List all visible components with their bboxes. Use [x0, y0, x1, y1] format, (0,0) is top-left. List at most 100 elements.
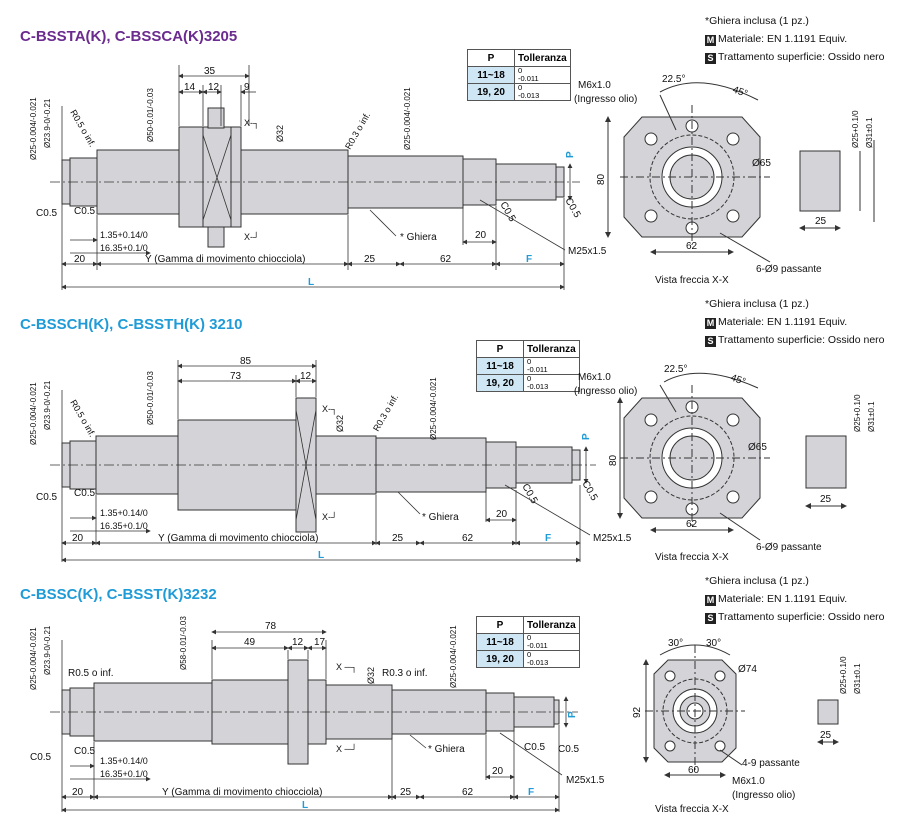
ghiera-label: * Ghiera [400, 232, 437, 243]
dim-d23-9: Ø23.9-0/-0.21 [43, 98, 52, 148]
material-badge-icon: M [705, 35, 716, 46]
dim-c05d: C0.5 [562, 196, 582, 220]
dim-20a: 20 [72, 787, 84, 798]
section-2-locknut [805, 435, 847, 509]
dim-20a: 20 [72, 533, 84, 544]
table-cell-p: 11~18 [476, 633, 524, 651]
dim-f: F [526, 254, 532, 265]
view-angle-22-5: 22.5° [664, 364, 687, 375]
dim-1-35: 1.35+0.14/0 [100, 756, 148, 766]
note-material-text: Materiale: EN 1.1191 Equiv. [718, 316, 848, 328]
section-x-top: X ─┐ [336, 662, 357, 673]
note-material-text: Materiale: EN 1.1191 Equiv. [718, 33, 848, 45]
dim-14: 14 [184, 82, 196, 93]
section-x-top: X-┐ [244, 118, 259, 129]
dim-d23-9: Ø23.9-0/-0.21 [43, 625, 52, 675]
section-3-locknut [817, 699, 839, 745]
view-caption: Vista freccia X-X [655, 552, 729, 563]
section-2-title: C-BSSCH(K), C-BSSTH(K) 3210 [20, 316, 243, 333]
dim-y: Y (Gamma di movimento chiocciola) [145, 254, 305, 265]
section-1-title: C-BSSTA(K), C-BSSCA(K)3205 [20, 28, 238, 45]
surface-badge-icon: S [705, 613, 716, 624]
nut-width: 25 [820, 494, 832, 505]
section-1-flange-view [605, 82, 771, 263]
view-angle-45: 45° [731, 84, 749, 100]
table-cell-tol: 0-0.013 [523, 374, 580, 392]
note-ghiera: *Ghiera inclusa (1 pz.) [705, 15, 809, 27]
dim-m25: M25x1.5 [566, 775, 605, 786]
dim-c05d: C0.5 [558, 744, 580, 755]
dim-62: 62 [462, 787, 474, 798]
dim-y: Y (Gamma di movimento chiocciola) [162, 787, 322, 798]
dim-r03: R0.3 o inf. [343, 110, 372, 151]
nut-d25: Ø25+0.1/0 [853, 394, 862, 432]
section-x-bottom: X-┘ [244, 231, 259, 242]
dim-49: 49 [244, 637, 256, 648]
dim-d32: Ø32 [275, 125, 285, 142]
table-header-tol: Tolleranza [523, 340, 580, 358]
dim-r05: R0.5 o inf. [68, 108, 97, 149]
view-d80: 80 [596, 173, 607, 185]
nut-d31: Ø31±0.1 [867, 401, 876, 432]
nut-width: 25 [815, 216, 827, 227]
nut-d31: Ø31±0.1 [853, 663, 862, 694]
note-surface-text: Trattamento superficie: Ossido nero [718, 334, 885, 346]
table-header-tol: Tolleranza [514, 49, 571, 67]
table-header-p: P [467, 49, 515, 67]
view-m6: M6x1.0 [578, 372, 611, 383]
table-header-p: P [476, 616, 524, 634]
section-2-flange-view [617, 372, 770, 541]
dim-p: P [581, 433, 592, 440]
table-cell-p: 19, 20 [476, 650, 524, 668]
table-cell-tol: 0-0.013 [514, 83, 571, 101]
section-x-top: X-┐ [322, 404, 337, 415]
view-holes: 6-Ø9 passante [756, 264, 822, 275]
view-caption: Vista freccia X-X [655, 275, 729, 286]
surface-badge-icon: S [705, 336, 716, 347]
dim-1-35: 1.35+0.14/0 [100, 508, 148, 518]
surface-badge-icon: S [705, 53, 716, 64]
view-holes: 4-9 passante [742, 758, 800, 769]
section-3-flange-view [643, 644, 745, 778]
dim-9: 9 [244, 82, 250, 93]
dim-r03: R0.3 o inf. [371, 392, 400, 433]
view-d62: 62 [686, 241, 698, 252]
view-oil-inlet: (Ingresso olio) [574, 386, 637, 397]
dim-d32: Ø32 [335, 415, 345, 432]
section-2-shaft-details [50, 360, 596, 562]
view-d62: 62 [686, 519, 698, 530]
dim-d25b: Ø25-0.004/-0.021 [449, 625, 458, 688]
view-d74: Ø74 [738, 664, 757, 675]
dim-16-35: 16.35+0.1/0 [100, 521, 148, 531]
dim-c05d: C0.5 [579, 479, 599, 503]
dim-c05a: C0.5 [36, 492, 58, 503]
dim-r03: R0.3 o inf. [382, 668, 428, 679]
section-3-dimension-lines [61, 629, 569, 813]
dim-25: 25 [392, 533, 404, 544]
dim-d58: Ø58-0.01/-0.03 [179, 616, 188, 670]
dim-m25: M25x1.5 [593, 533, 632, 544]
dim-78: 78 [265, 621, 277, 632]
dim-d50: Ø50-0.01/-0.03 [146, 371, 155, 425]
dim-l: L [318, 550, 324, 561]
view-angle-30a: 30° [668, 638, 683, 649]
dim-d25b: Ø25-0.004/-0.021 [429, 377, 438, 440]
view-d60: 60 [688, 765, 700, 776]
section-2-dimension-lines [61, 363, 591, 563]
dim-1-35: 1.35+0.14/0 [100, 230, 148, 240]
table-header-tol: Tolleranza [523, 616, 580, 634]
dim-c05b: C0.5 [74, 746, 96, 757]
nut-d31: Ø31±0.1 [865, 117, 874, 148]
note-ghiera: *Ghiera inclusa (1 pz.) [705, 298, 809, 310]
ghiera-label: * Ghiera [428, 744, 465, 755]
note-surface-text: Trattamento superficie: Ossido nero [718, 51, 885, 63]
